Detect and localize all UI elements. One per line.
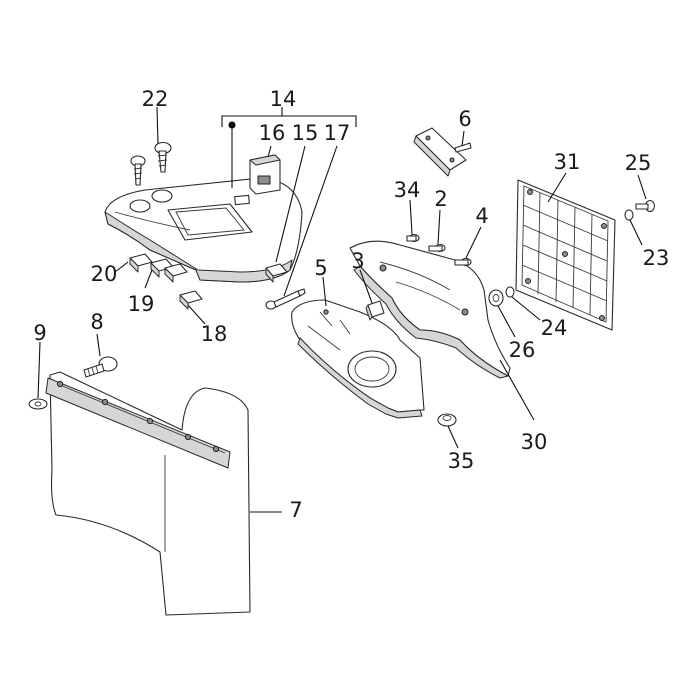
callout-30: 30 bbox=[521, 430, 548, 454]
callout-23: 23 bbox=[643, 246, 670, 270]
callout-22: 22 bbox=[142, 87, 169, 111]
callout-5: 5 bbox=[314, 256, 327, 280]
clip-nut-20-part bbox=[129, 253, 153, 273]
callout-6: 6 bbox=[458, 107, 471, 131]
rivet-hole-icon bbox=[101, 398, 109, 406]
callout-34: 34 bbox=[394, 178, 421, 202]
rivet-hole-icon bbox=[56, 380, 64, 388]
washer-9-part bbox=[28, 398, 48, 410]
screw-4-part bbox=[454, 257, 472, 267]
rivet-hole-icon bbox=[146, 417, 154, 425]
clip-16-part bbox=[249, 154, 281, 195]
plate-cover-part bbox=[349, 240, 511, 379]
bolt-8-part bbox=[83, 356, 118, 378]
mud-flap-part bbox=[45, 371, 251, 616]
callout-16: 16 bbox=[259, 121, 286, 145]
callout-labels: 22 14 16 15 17 20 19 18 8 9 7 5 3 6 34 2… bbox=[33, 87, 669, 522]
washer-23-part bbox=[624, 209, 634, 221]
screw-34-part bbox=[406, 233, 420, 243]
screw-2-part bbox=[428, 243, 446, 253]
callout-7: 7 bbox=[289, 498, 302, 522]
callout-4: 4 bbox=[475, 204, 488, 228]
callout-26: 26 bbox=[509, 338, 536, 362]
callout-15: 15 bbox=[292, 121, 319, 145]
callout-8: 8 bbox=[90, 310, 103, 334]
callout-20: 20 bbox=[91, 262, 118, 286]
nut-26-part bbox=[488, 289, 504, 307]
callout-3: 3 bbox=[351, 249, 364, 273]
licence-plate-holder-part bbox=[291, 299, 425, 419]
rivet-hole-icon bbox=[212, 445, 220, 453]
callout-31: 31 bbox=[554, 150, 581, 174]
callout-24: 24 bbox=[541, 316, 568, 340]
callout-17: 17 bbox=[324, 121, 351, 145]
callout-9: 9 bbox=[33, 321, 46, 345]
clip-nut-15-part bbox=[265, 263, 288, 283]
nut-35-part bbox=[437, 413, 457, 427]
clip-nut-18-part bbox=[179, 290, 203, 310]
clip-3-part bbox=[365, 300, 385, 321]
callout-18: 18 bbox=[201, 322, 228, 346]
rivet-17-part bbox=[265, 288, 306, 310]
callout-14: 14 bbox=[270, 87, 297, 111]
washer-24-part bbox=[505, 286, 515, 298]
leader-lines bbox=[37, 106, 647, 513]
callout-19: 19 bbox=[128, 292, 155, 316]
callout-25: 25 bbox=[625, 151, 652, 175]
screws-22-part bbox=[130, 141, 172, 186]
callout-35: 35 bbox=[448, 449, 475, 473]
licence-plate-grid-part bbox=[515, 179, 616, 331]
screw-25-part bbox=[635, 199, 656, 213]
callout-2: 2 bbox=[434, 187, 447, 211]
rivet-hole-icon bbox=[184, 433, 192, 441]
clip-nut-19b-part bbox=[164, 263, 188, 283]
reflector-plate-6-part bbox=[413, 127, 472, 177]
